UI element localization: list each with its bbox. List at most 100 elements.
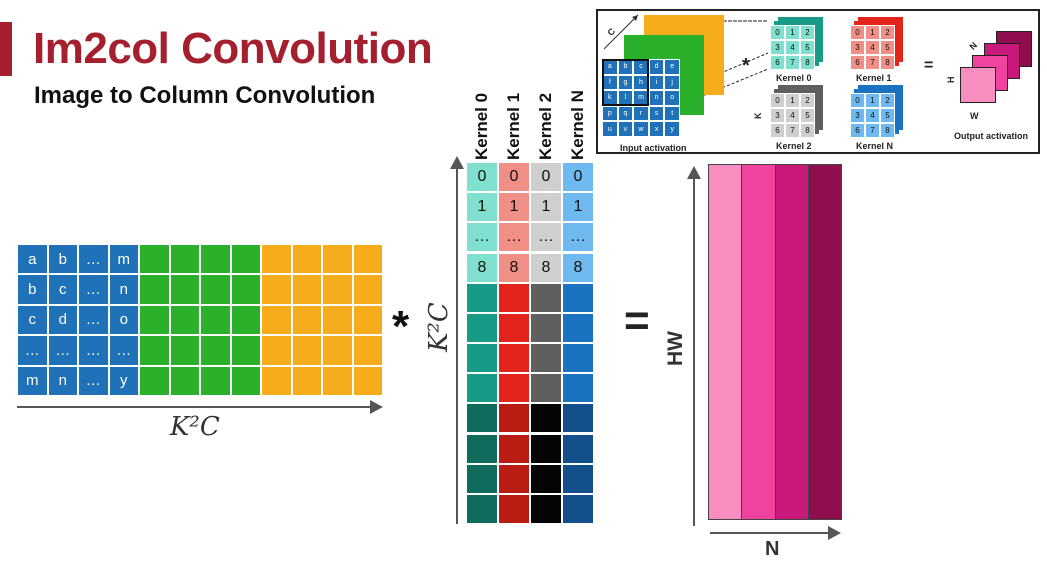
inset-kernel-3-cell: 5 [880,108,895,123]
kernel-matrix-cell [562,282,594,313]
input-matrix-cell [261,244,292,275]
inset-kernel-3-cell: 2 [880,93,895,108]
input-matrix-cell [169,274,200,305]
kernel-matrix-cell: … [530,222,562,253]
inset-kernel-1-cell: 1 [865,25,880,40]
inset-equals: = [924,57,934,74]
input-matrix-cell [291,335,322,366]
kernel-matrix-cell: 8 [530,252,562,283]
kernel-header-0: Kernel 0 [472,92,491,160]
output-x-axis-label: N [765,538,780,560]
inset-multiply: * [742,55,750,77]
inset-input-cell: t [664,105,680,122]
inset-output-layer-1 [960,67,996,103]
kernel-matrix-cell [466,433,498,464]
inset-kernel-label-1: Kernel 1 [856,73,892,83]
kernel-matrix-cell: … [562,222,594,253]
kernel-matrix-cell [466,403,498,434]
inset-kernel-label-3: Kernel N [856,141,894,151]
output-column-0 [709,165,743,519]
input-matrix-cell [200,304,231,336]
inset-kernel-2-cell: 8 [800,123,815,138]
inset-kernel-1-cell: 3 [850,40,865,55]
kernel-matrix-cell: 0 [530,162,562,193]
kernel-matrix-cell [498,312,530,343]
input-matrix-cell [200,244,231,275]
kernel-y-axis [456,166,458,524]
inset-kernel-0-cell: 0 [770,25,785,40]
output-matrix [708,164,842,520]
inset-input-cell: n [648,90,665,106]
inset-input-cell: v [617,121,634,137]
kernel-matrix-cell [562,343,594,374]
inset-output-w-label: W [970,111,979,121]
inset-kernel-0-cell: 8 [800,55,815,70]
output-y-axis [693,176,695,526]
inset-kernel-3-cell: 4 [865,108,880,123]
input-matrix-cell [352,304,383,336]
input-matrix-cell: o [108,304,139,336]
inset-kernel-2-cell: 3 [770,108,785,123]
inset-kernel-label-0: Kernel 0 [776,73,812,83]
kernel-header-2: Kernel 2 [536,92,555,160]
inset-input-cell: d [648,59,665,75]
inset-kernel-3-cell: 3 [850,108,865,123]
input-matrix-cell: … [78,365,109,396]
input-matrix-cell [169,365,200,396]
inset-input-cell: p [602,105,618,122]
input-matrix-cell [291,304,322,336]
input-matrix-cell: y [108,365,139,396]
input-matrix-cell: c [17,304,48,336]
input-matrix-cell [169,335,200,366]
kernel-matrix-cell [498,343,530,374]
multiply-operator: * [392,302,410,351]
inset-kernel-label-2: Kernel 2 [776,141,812,151]
input-matrix-cell [230,274,261,305]
output-column-2 [775,165,809,519]
kernel-matrix-cell [530,312,562,343]
input-matrix-cell [200,335,231,366]
input-matrix-cell [261,304,292,336]
output-x-axis-arrowhead [828,526,841,540]
inset-kernel-1-cell: 0 [850,25,865,40]
input-matrix-cell [291,274,322,305]
kernel-matrix-cell [530,463,562,494]
input-matrix-cell [139,304,170,336]
input-matrix-cell [352,335,383,366]
inset-input-cell: e [664,59,680,75]
kernel-header-3: Kernel N [568,90,587,160]
kernel-matrix-cell [562,373,594,404]
kernel-matrix-cell: 1 [498,192,530,223]
page-subtitle: Image to Column Convolution [34,82,376,109]
kernel-matrix-cell: 8 [498,252,530,283]
page-title: Im2col Convolution [33,24,433,73]
kernel-matrix-cell [498,463,530,494]
input-matrix-cell [169,304,200,336]
title-accent-bar [0,22,12,76]
kernel-y-axis-arrowhead [450,156,464,169]
inset-kernel-1-cell: 4 [865,40,880,55]
input-matrix-cell: b [17,274,48,305]
kernel-matrix-cell [498,373,530,404]
kernel-matrix-cell: 8 [466,252,498,283]
inset-input-cell: s [648,105,665,122]
input-matrix-cell: d [47,304,78,336]
input-matrix-cell [200,365,231,396]
inset-kernel-2-cell: 5 [800,108,815,123]
inset-kernel-2-cell: 6 [770,123,785,138]
input-matrix-cell [261,335,292,366]
output-column-3 [808,165,841,519]
inset-kernel-k-label: K [753,112,763,120]
input-matrix-cell: n [108,274,139,305]
kernel-matrix-cell [466,282,498,313]
inset-input-cell: g [617,74,634,91]
kernel-matrix-cell [466,493,498,524]
kernel-matrix-cell: 8 [562,252,594,283]
input-matrix-cell [291,244,322,275]
input-matrix-cell [139,244,170,275]
input-matrix-cell: m [17,365,48,396]
kernel-matrix-cell [466,463,498,494]
